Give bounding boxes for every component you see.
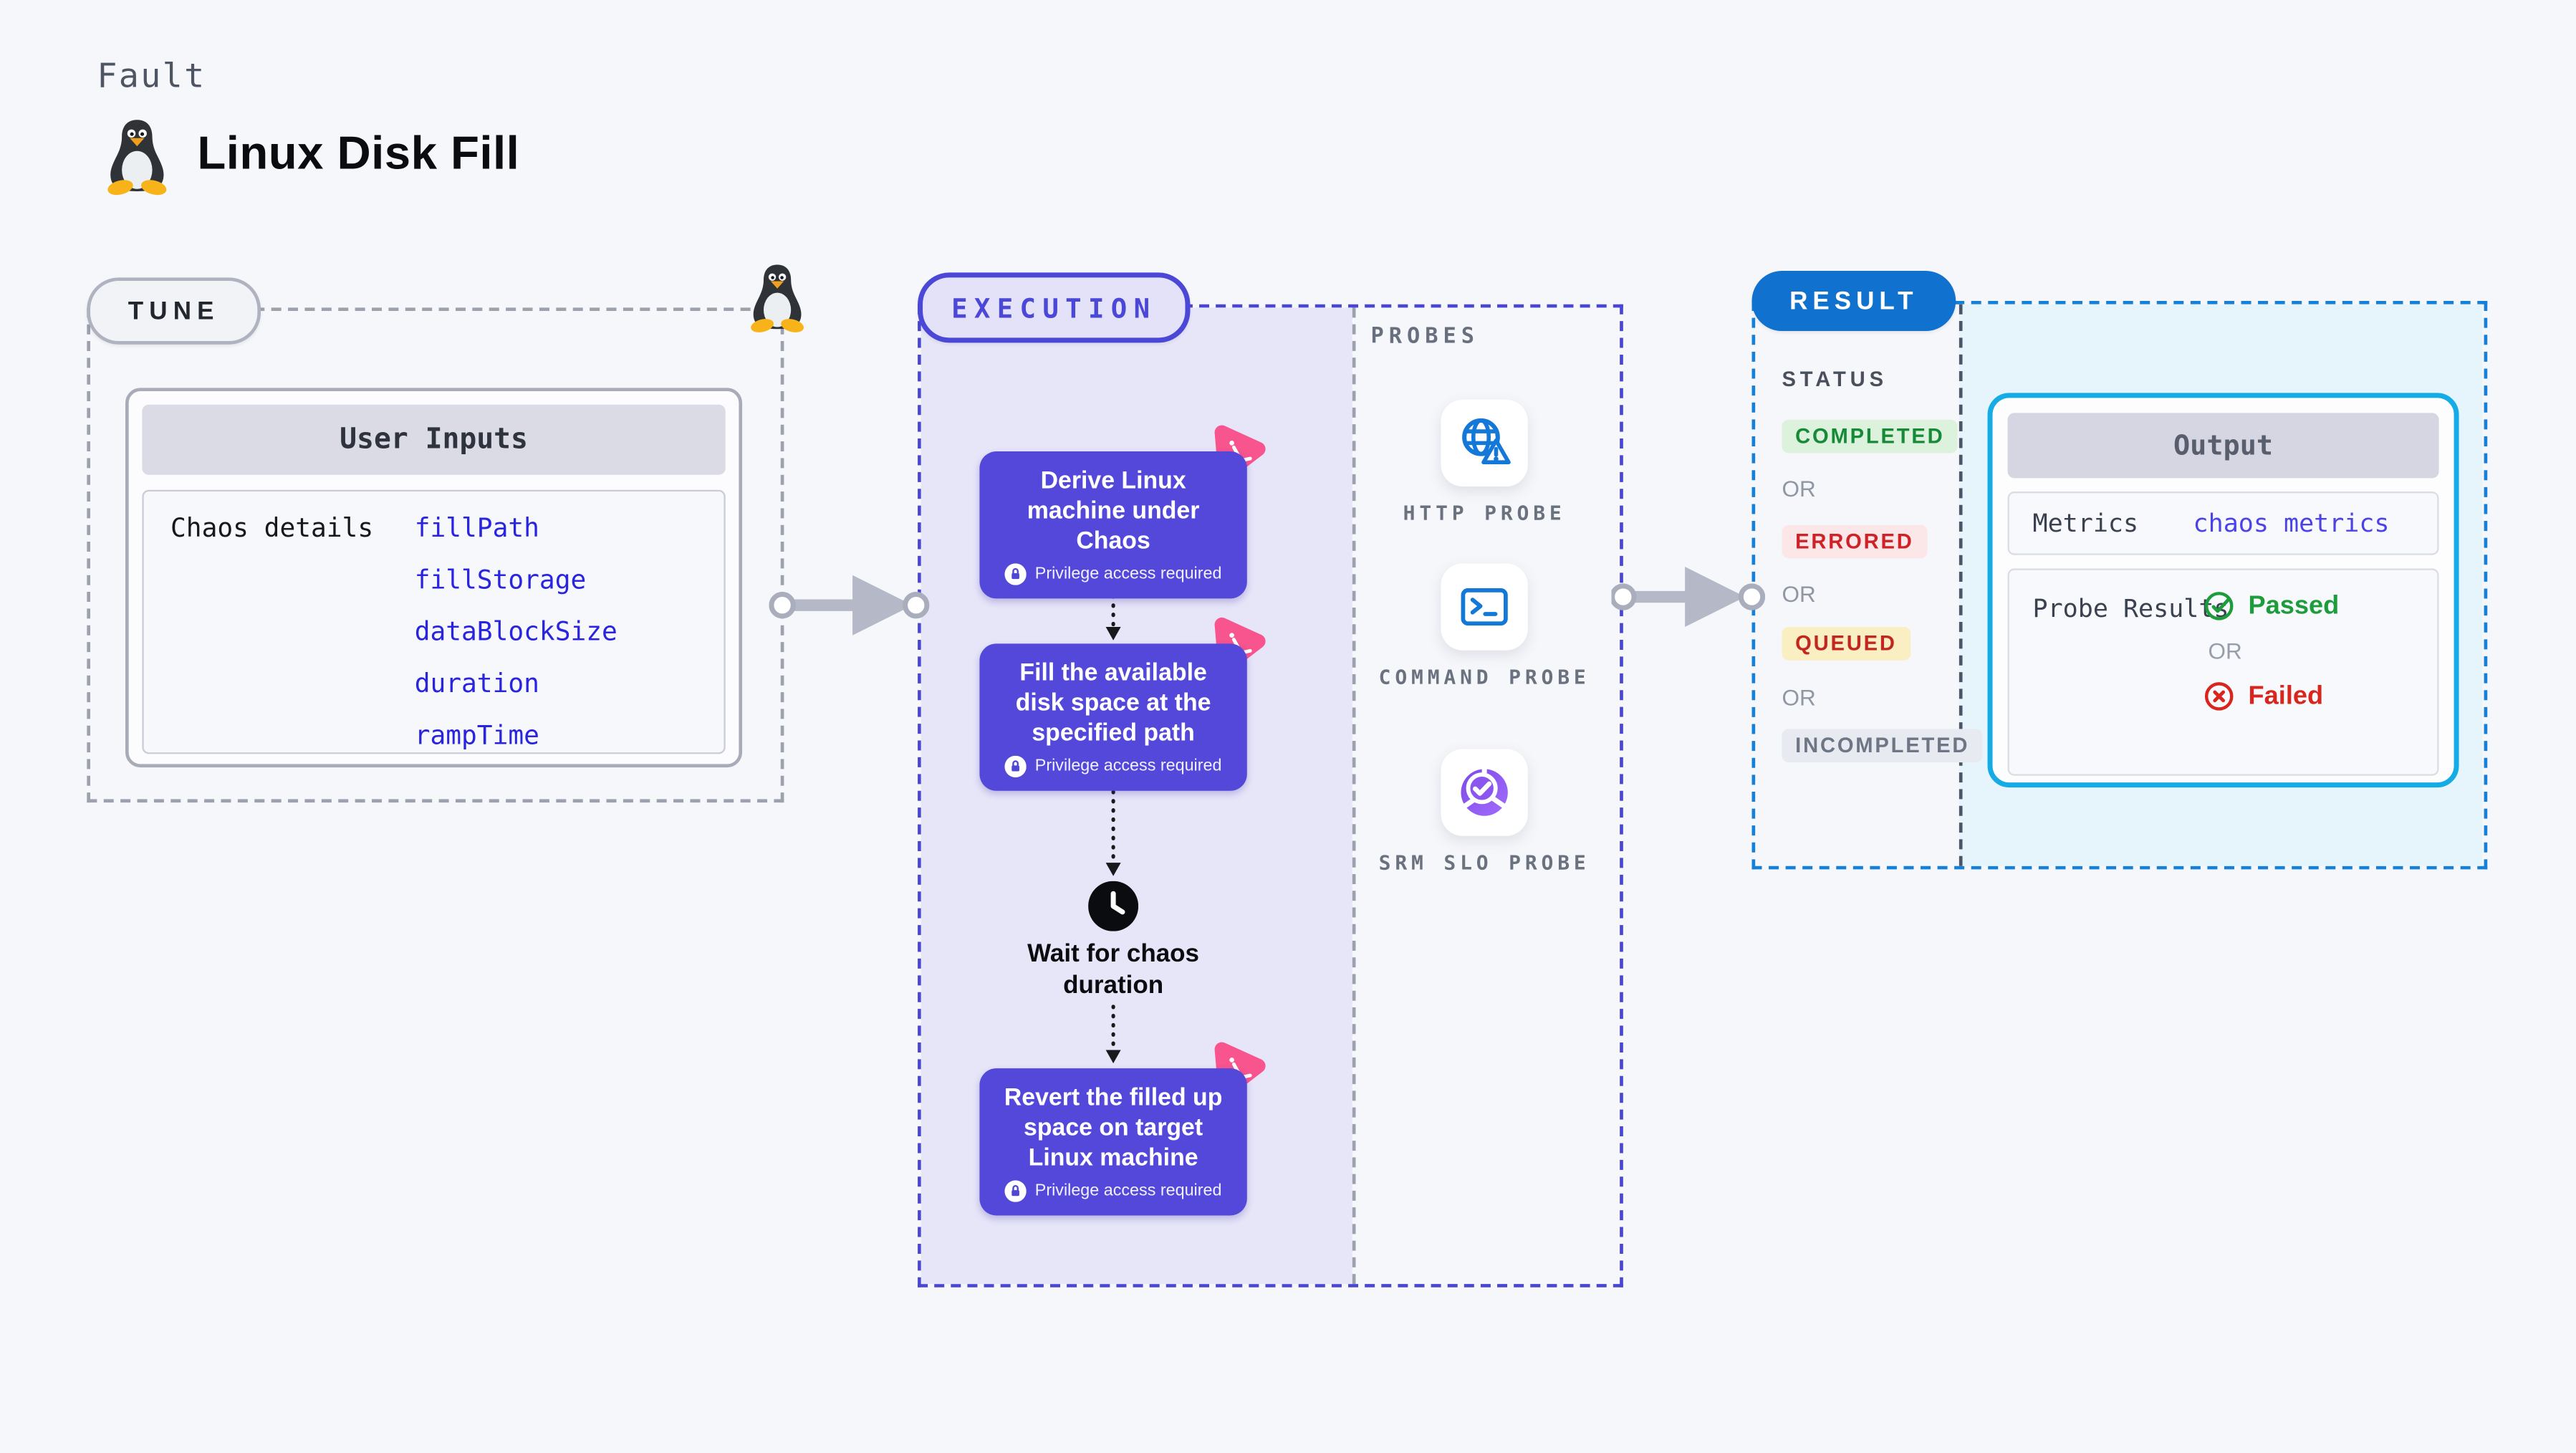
srm-slo-probe-label: SRM SLO PROBE (1378, 850, 1590, 875)
flow-arrow-tune-to-execution (769, 575, 930, 636)
status-badge-completed: COMPLETED (1782, 419, 1959, 454)
check-circle-icon (2204, 592, 2234, 620)
input-link-datablocksize[interactable]: dataBlockSize (414, 617, 617, 648)
passed-label: Passed (2248, 590, 2340, 620)
or-separator: OR (1782, 685, 1816, 711)
user-inputs-title: User Inputs (340, 423, 528, 457)
srm-slo-probe-card[interactable] (1441, 749, 1528, 836)
dotted-connector (1105, 585, 1121, 641)
lock-icon (1004, 755, 1027, 778)
chaos-metrics-link[interactable]: chaos metrics (2193, 508, 2390, 539)
metrics-row: Metrics chaos metrics (2007, 491, 2439, 555)
or-separator: OR (1782, 582, 1816, 608)
terminal-icon (1461, 588, 1508, 626)
dotted-connector (1105, 780, 1121, 876)
input-link-fillpath[interactable]: fillPath (414, 513, 539, 544)
linux-tux-corner-icon (751, 264, 804, 332)
probe-results-label: Probe Results (2032, 593, 2229, 624)
wait-duration-label: Wait for chaos duration (1027, 939, 1200, 1000)
tune-section-box (87, 307, 784, 803)
execution-node-fill[interactable]: Fill the available disk space at the spe… (979, 617, 1266, 791)
input-link-ramptime[interactable]: rampTime (414, 720, 539, 751)
output-header: Output (2007, 413, 2439, 479)
http-probe-card[interactable] (1441, 399, 1528, 487)
input-link-fillstorage[interactable]: fillStorage (414, 565, 587, 595)
globe-alert-icon (1462, 418, 1511, 465)
flow-arrow-execution-to-result (1611, 567, 1766, 628)
or-separator: OR (2208, 638, 2242, 664)
tune-section-pill: TUNE (87, 277, 261, 345)
failed-label: Failed (2248, 681, 2324, 710)
status-badge-incompleted: INCOMPLETED (1782, 729, 1983, 763)
probes-divider (1352, 307, 1356, 1285)
dotted-connector (1105, 1004, 1121, 1064)
probe-results-values: Passed OR Failed (2203, 590, 2340, 712)
status-badge-errored: ERRORED (1782, 524, 1928, 559)
privilege-note: Privilege access required (1034, 1181, 1222, 1201)
execution-section-label: EXECUTION (951, 292, 1157, 324)
status-column-label: STATUS (1782, 368, 1888, 392)
lock-icon (1004, 563, 1027, 585)
execution-node-derive[interactable]: Derive Linux machine under Chaos Privile… (979, 425, 1266, 599)
tune-section-label: TUNE (128, 297, 220, 325)
or-separator: OR (1782, 476, 1816, 502)
failed-indicator: Failed (2203, 681, 2340, 712)
execution-node-revert[interactable]: Revert the filled up space on target Lin… (979, 1042, 1266, 1216)
command-probe-card[interactable] (1441, 563, 1528, 651)
privilege-note: Privilege access required (1034, 757, 1222, 776)
probe-results-row: Probe Results Passed OR Failed (2007, 568, 2439, 776)
execution-section-pill: EXECUTION (918, 272, 1191, 343)
chaos-details-label: Chaos details (170, 513, 374, 544)
user-inputs-header: User Inputs (142, 404, 726, 475)
x-circle-icon (2204, 682, 2234, 711)
wait-clock-icon (1088, 881, 1139, 931)
lock-icon (1004, 1180, 1027, 1202)
privilege-note: Privilege access required (1034, 565, 1222, 584)
fault-kicker: Fault (97, 55, 206, 96)
probes-section-label: PROBES (1370, 324, 1480, 350)
http-probe-label: HTTP PROBE (1403, 502, 1566, 525)
command-probe-label: COMMAND PROBE (1378, 665, 1590, 689)
node-title: Derive Linux machine under Chaos (1027, 468, 1200, 555)
chaos-input-list: fillPath fillStorage dataBlockSize durat… (415, 513, 617, 750)
user-inputs-card: User Inputs Chaos details fillPath fillS… (125, 388, 743, 768)
user-inputs-body: Chaos details fillPath fillStorage dataB… (142, 489, 726, 754)
node-title: Fill the available disk space at the spe… (1015, 660, 1211, 748)
result-divider (1959, 304, 1963, 866)
status-badge-queued: QUEUED (1782, 627, 1911, 661)
node-title: Revert the filled up space on target Lin… (1004, 1085, 1223, 1172)
page-title: Linux Disk Fill (197, 127, 520, 179)
slo-donut-icon (1461, 767, 1508, 816)
output-card: Output Metrics chaos metrics Probe Resul… (1987, 393, 2459, 788)
metrics-label: Metrics (2032, 507, 2139, 538)
input-link-duration[interactable]: duration (414, 668, 539, 699)
output-title: Output (2173, 429, 2274, 462)
result-section-pill: RESULT (1751, 271, 1956, 332)
passed-indicator: Passed (2203, 590, 2340, 622)
result-section-label: RESULT (1789, 287, 1918, 315)
linux-tux-icon (107, 120, 167, 196)
